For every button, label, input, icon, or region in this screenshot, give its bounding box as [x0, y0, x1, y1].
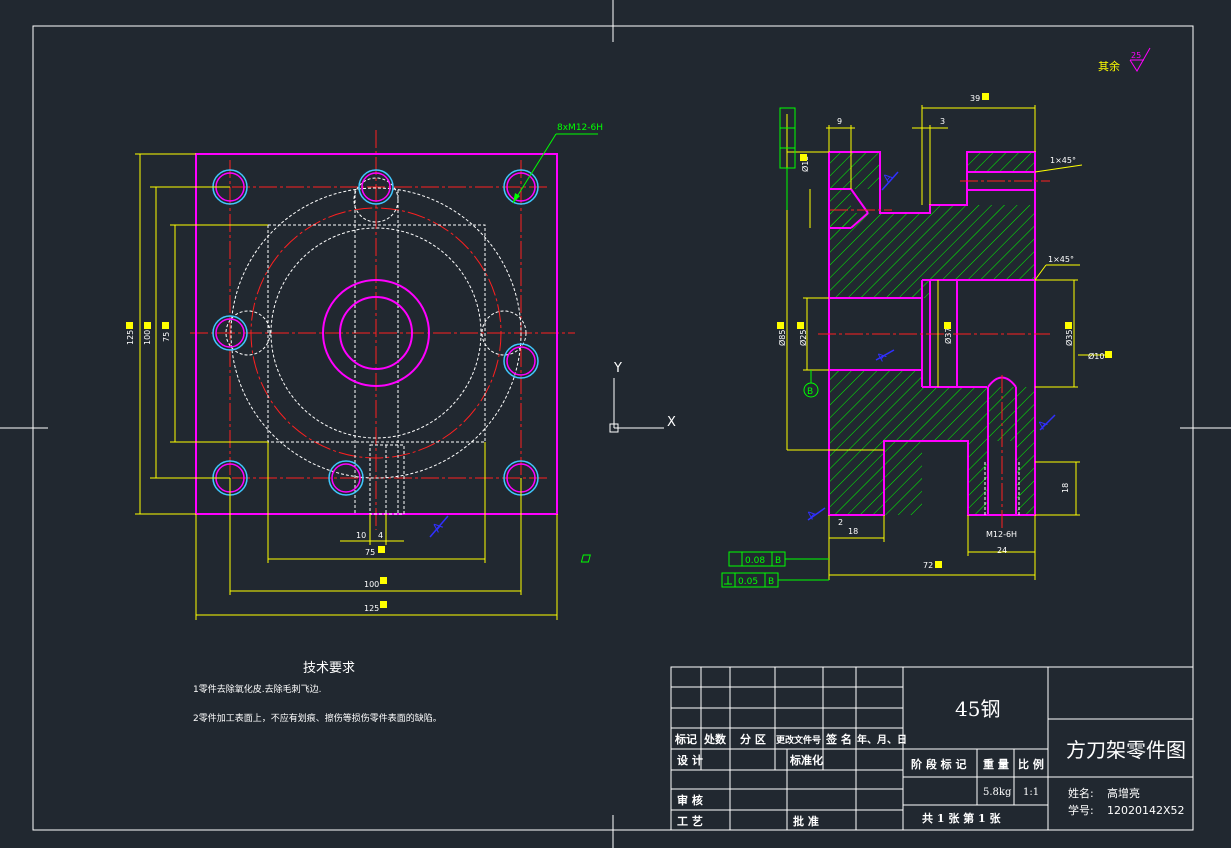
dia-25: Ø25: [798, 330, 808, 346]
side-view-dimensions: [786, 105, 1105, 580]
side-view-dim-text: 39 9 3 Ø15 1×45° 1×45° Ø85 Ø25 Ø37 Ø35 Ø…: [777, 94, 1104, 570]
roughness-value: 25: [1131, 51, 1141, 60]
top-view-hidden-lines: [225, 177, 527, 515]
dim-100-horizontal: 100: [364, 580, 379, 589]
tech-req-line-2: 2零件加工表面上，不应有划痕、擦伤等损伤零件表面的缺陷。: [193, 712, 442, 724]
datum-b: B: [803, 370, 819, 398]
section-marks-side: [807, 171, 1056, 521]
dim-18-bottom: 18: [848, 527, 858, 536]
tb-weight-label: 重 量: [983, 757, 1009, 771]
chamfer-1: 1×45°: [1050, 156, 1076, 165]
tb-col-zone: 分 区: [740, 732, 766, 746]
dim-9: 9: [837, 117, 842, 126]
tb-sheets: 共 1 张 第 1 张: [922, 811, 1001, 825]
tb-weight-value: 5.8kg: [983, 787, 1012, 798]
tb-id-value: 12020142X52: [1107, 804, 1185, 817]
dim-125-horizontal: 125: [364, 604, 379, 613]
dia-85: Ø85: [777, 330, 787, 346]
tb-scale-value: 1:1: [1023, 787, 1039, 798]
bore-outer: [322, 279, 430, 387]
tech-req-line-1: 1零件去除氧化皮.去除毛刺飞边.: [193, 683, 321, 695]
tb-id-label: 学号:: [1068, 803, 1094, 817]
tb-row-design: 设 计: [677, 753, 703, 767]
dia-35: Ø35: [1064, 330, 1074, 346]
tb-name-value: 高增亮: [1107, 786, 1140, 800]
bore-inner: [339, 296, 413, 370]
dia-15: Ø15: [800, 156, 810, 172]
roughness-note: 其余 25: [1098, 47, 1151, 73]
dim-75-horizontal: 75: [365, 548, 375, 557]
chamfer-2: 1×45°: [1048, 255, 1074, 264]
thread-callout-text: 8xM12-6H: [557, 123, 603, 133]
tb-scale-label: 比 例: [1018, 757, 1044, 771]
tb-material: 45钢: [955, 697, 1000, 721]
dim-39: 39: [970, 94, 980, 103]
side-view-hidden-lines: [984, 462, 1020, 515]
side-view: 39 9 3 Ø15 1×45° 1×45° Ø85 Ø25 Ø37 Ø35 Ø…: [580, 93, 1112, 588]
thread-m12: M12-6H: [986, 530, 1017, 539]
side-view-centerlines: [818, 180, 1050, 528]
tb-row-standard: 标准化: [789, 753, 823, 767]
svg-text:B: B: [807, 387, 813, 397]
threaded-holes: [212, 169, 539, 496]
tech-req-title: 技术要求: [303, 661, 355, 676]
dim-72: 72: [923, 561, 933, 570]
technical-requirements: 技术要求 1零件去除氧化皮.去除毛刺飞边. 2零件加工表面上，不应有划痕、擦伤等…: [193, 661, 442, 724]
tb-col-date: 年、月、日: [857, 733, 907, 746]
title-block-grid: [670, 666, 1194, 831]
dim-75-vertical: 75: [162, 332, 171, 342]
tb-col-count: 处数: [703, 732, 727, 746]
flatness-datum: B: [775, 556, 781, 566]
tb-col-change-doc: 更改文件号: [776, 734, 821, 746]
tb-row-approve: 批 准: [793, 814, 819, 828]
ucs-x-label: X: [667, 415, 676, 430]
roughness-label: 其余: [1098, 59, 1120, 73]
thread-callout: 8xM12-6H: [512, 123, 603, 204]
dim-24: 24: [997, 546, 1007, 555]
title-block-labels: 标记 处数 分 区 更改文件号 签 名 年、月、日 设 计 标准化 审 核 工 …: [674, 732, 1044, 828]
tb-col-sign: 签 名: [825, 732, 852, 746]
dia-37: Ø37: [943, 328, 953, 344]
tb-col-mark: 标记: [674, 732, 697, 746]
tb-drawing-name: 方刀架零件图: [1066, 738, 1186, 762]
dim-2: 2: [838, 518, 843, 527]
dim-18-right: 18: [1061, 483, 1070, 493]
dim-125-vertical: 125: [126, 330, 135, 345]
dia-10: Ø10: [1088, 351, 1104, 361]
dim-10: 10: [356, 531, 366, 540]
tb-row-review: 审 核: [677, 793, 703, 807]
perpendicularity-datum: B: [768, 577, 774, 587]
tb-row-process: 工 艺: [677, 814, 703, 828]
top-view-tolerance-flags: [126, 322, 387, 608]
vertical-tolerance-frame: [779, 107, 796, 210]
flatness-tolerance-frame: 0.08 B: [580, 551, 829, 567]
top-view-dim-text: 125 100 75 10 4 75 100 125: [126, 330, 383, 613]
top-view: 8xM12-6H 125 100: [126, 123, 603, 620]
flatness-value: 0.08: [745, 556, 765, 566]
dim-4: 4: [378, 531, 383, 540]
tb-stage-mark: 阶 段 标 记: [911, 757, 967, 771]
dim-100-vertical: 100: [143, 330, 152, 345]
perpendicularity-value: 0.05: [738, 577, 758, 587]
top-view-dimensions: [135, 153, 558, 620]
side-view-tolerance-flags: [777, 93, 1112, 568]
ucs-icon: Y X: [609, 361, 676, 433]
ucs-y-label: Y: [613, 361, 622, 376]
tb-name-label: 姓名:: [1068, 786, 1094, 800]
dim-3: 3: [940, 117, 945, 126]
perpendicularity-tolerance-frame: 0.05 B: [721, 572, 829, 588]
title-block: 标记 处数 分 区 更改文件号 签 名 年、月、日 设 计 标准化 审 核 工 …: [670, 666, 1194, 831]
